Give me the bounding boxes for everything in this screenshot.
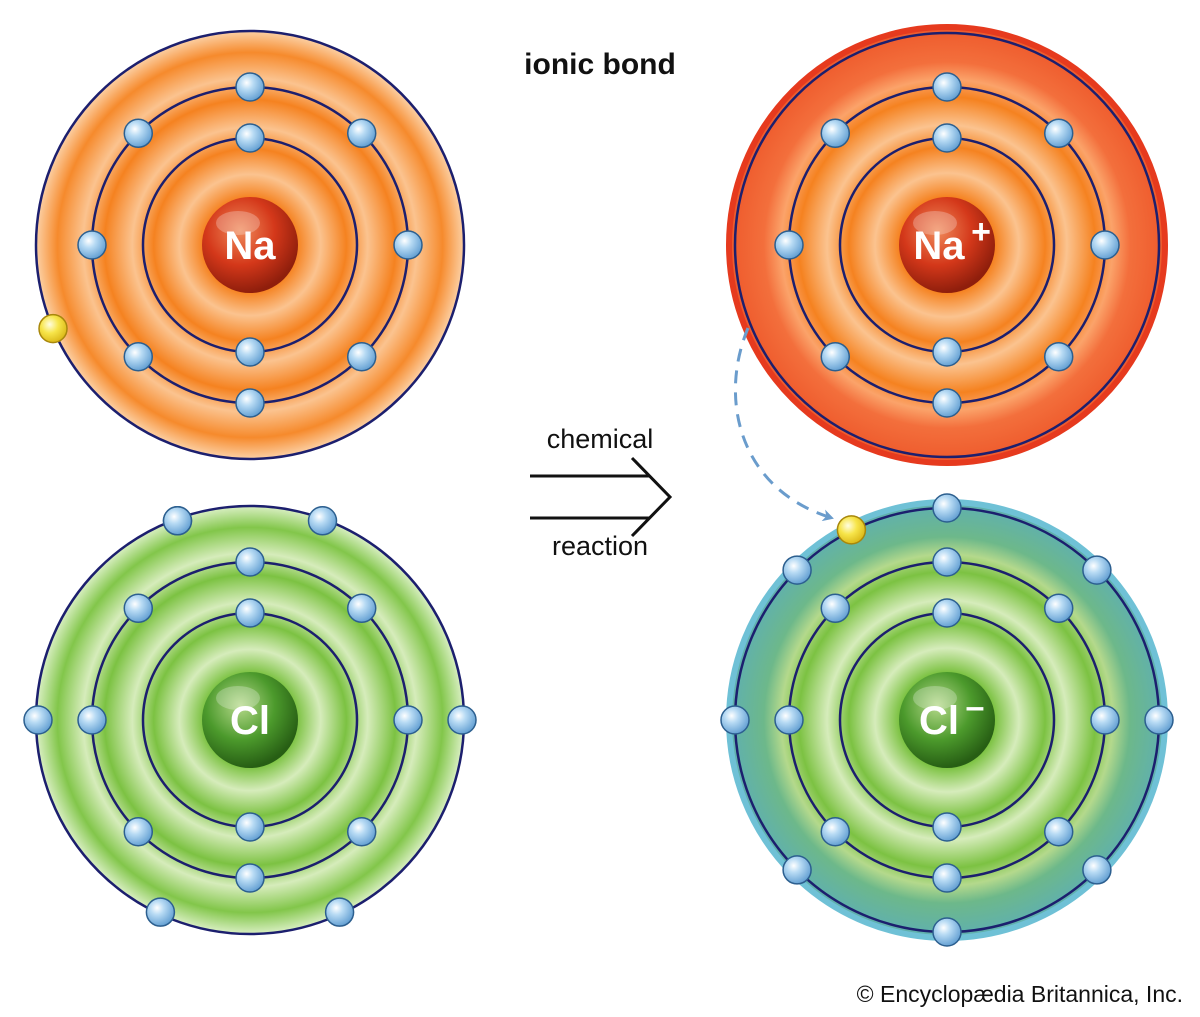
element-symbol: Cl xyxy=(919,699,959,743)
nucleus xyxy=(899,672,995,768)
arrow-label-top: chemical xyxy=(547,424,654,454)
electron xyxy=(123,816,154,847)
electron xyxy=(932,812,962,842)
electron xyxy=(932,598,962,628)
sodium-atom: Na xyxy=(34,29,466,461)
chlorine-atom: Cl xyxy=(23,504,477,936)
electron xyxy=(346,118,377,149)
chloride-ion: Cl– xyxy=(720,493,1174,947)
electron xyxy=(1090,705,1120,735)
electron xyxy=(782,855,812,885)
reaction-arrow: chemical reaction xyxy=(530,424,673,561)
electron xyxy=(123,341,154,372)
electron xyxy=(820,118,851,149)
nucleus xyxy=(202,672,298,768)
electron xyxy=(932,863,962,893)
element-symbol: Na xyxy=(913,224,965,268)
nucleus-highlight xyxy=(913,686,957,710)
electron xyxy=(307,506,338,536)
element-symbol: Cl xyxy=(230,699,270,743)
transferred-electron xyxy=(836,515,867,545)
electron xyxy=(932,547,962,577)
electron xyxy=(820,341,851,372)
electron xyxy=(820,816,851,847)
electron xyxy=(720,705,750,735)
nucleus xyxy=(899,197,995,293)
nucleus-highlight xyxy=(913,211,957,235)
nucleus-highlight xyxy=(216,686,260,710)
valence-electron xyxy=(38,313,68,344)
electron xyxy=(1082,555,1112,585)
electron xyxy=(447,705,477,735)
electron xyxy=(932,337,962,367)
electron xyxy=(23,705,53,735)
electron xyxy=(774,230,804,260)
copyright-credit: © Encyclopædia Britannica, Inc. xyxy=(857,981,1183,1007)
arrow-shaft xyxy=(530,474,650,520)
electron xyxy=(235,863,265,893)
nucleus-highlight xyxy=(216,211,260,235)
electron xyxy=(123,593,154,624)
electron-transfer-path xyxy=(733,327,834,522)
electron xyxy=(346,816,377,847)
electron xyxy=(77,230,107,260)
outer-orbit xyxy=(733,31,1161,459)
electron xyxy=(324,897,355,927)
electron xyxy=(235,812,265,842)
electron xyxy=(235,123,265,153)
sodium-ion: Na+ xyxy=(726,24,1168,466)
electron xyxy=(235,72,265,102)
electron xyxy=(1144,705,1174,735)
electron xyxy=(235,388,265,418)
electron xyxy=(145,897,176,927)
electron xyxy=(235,598,265,628)
electron xyxy=(1090,230,1120,260)
ion-charge: – xyxy=(966,688,985,726)
electron xyxy=(1043,593,1074,624)
electron xyxy=(1043,816,1074,847)
element-symbol: Na xyxy=(224,224,276,268)
electron xyxy=(1043,118,1074,149)
electron xyxy=(235,337,265,367)
electron xyxy=(235,547,265,577)
electron xyxy=(932,123,962,153)
electron xyxy=(346,593,377,624)
electron xyxy=(782,555,812,585)
arrow-label-bottom: reaction xyxy=(552,531,648,561)
nucleus xyxy=(202,197,298,293)
electron xyxy=(393,230,423,260)
electron xyxy=(932,917,962,947)
electron xyxy=(820,593,851,624)
electron xyxy=(77,705,107,735)
ion-charge: + xyxy=(971,213,991,251)
diagram-title: ionic bond xyxy=(524,48,676,81)
electron xyxy=(1082,855,1112,885)
electron xyxy=(774,705,804,735)
electron xyxy=(932,388,962,418)
arrow-head xyxy=(630,456,673,538)
electron xyxy=(1043,341,1074,372)
electron xyxy=(346,341,377,372)
electron xyxy=(162,506,193,536)
electron xyxy=(123,118,154,149)
electron xyxy=(932,72,962,102)
electron xyxy=(932,493,962,523)
electron xyxy=(393,705,423,735)
